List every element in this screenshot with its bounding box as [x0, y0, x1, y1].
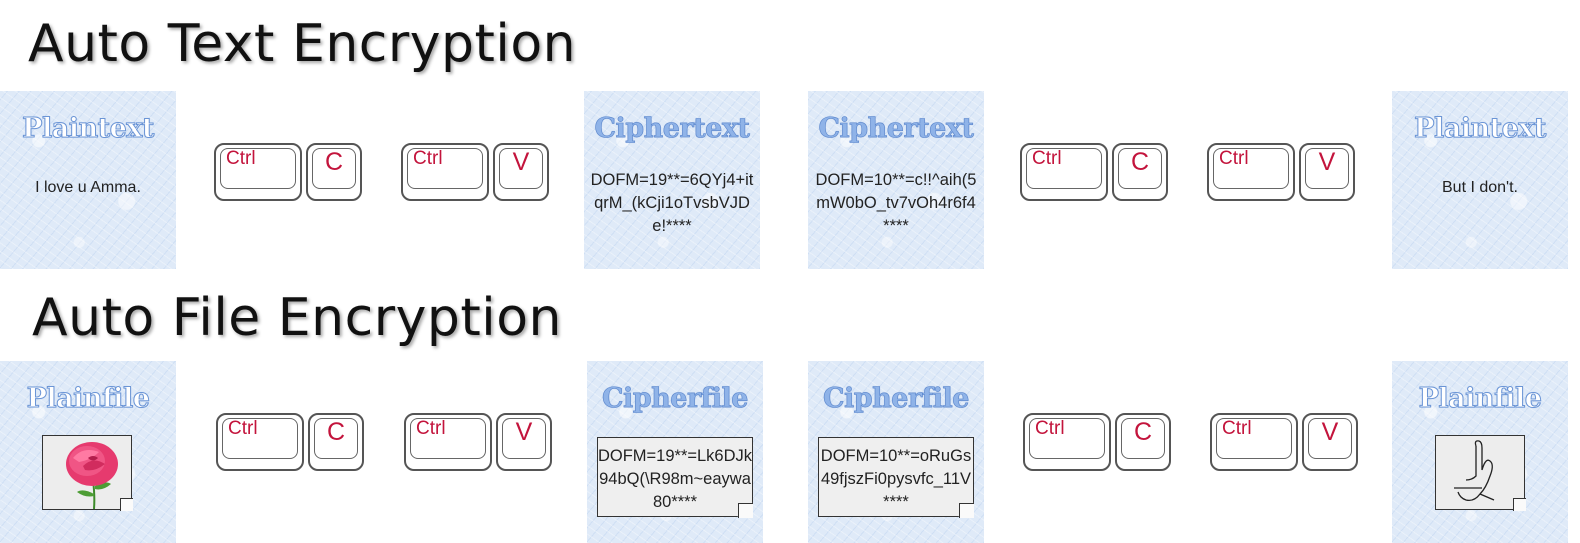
- rose-image: [42, 435, 132, 510]
- cipherfile-body: DOFM=10**=oRuGs49fjszFi0pysvfc_11V****: [820, 447, 972, 511]
- c-key: C: [1112, 143, 1168, 201]
- paste-shortcut: Ctrl V: [401, 143, 551, 207]
- ctrl-key: Ctrl: [1207, 143, 1295, 201]
- ctrl-key: Ctrl: [214, 143, 302, 201]
- plainfile-panel: Plainfile: [1392, 361, 1568, 543]
- v-key: V: [496, 413, 552, 471]
- paste-shortcut: Ctrl V: [1210, 413, 1360, 477]
- document-fold-icon: [738, 503, 753, 518]
- ctrl-key: Ctrl: [1020, 143, 1108, 201]
- v-key: V: [1302, 413, 1358, 471]
- v-key: V: [1299, 143, 1355, 201]
- cipherfile-body: DOFM=19**=Lk6DJk94bQ(\R98m~eaywa80****: [597, 447, 753, 511]
- ctrl-key: Ctrl: [1210, 413, 1298, 471]
- ciphertext-body: DOFM=10**=c!!^aih(5mW0bO_tv7vOh4r6f4****: [815, 171, 977, 235]
- ciphertext-panel: Ciphertext DOFM=10**=c!!^aih(5mW0bO_tv7v…: [808, 91, 984, 269]
- cipherfile-panel: Cipherfile DOFM=10**=oRuGs49fjszFi0pysvf…: [808, 361, 984, 543]
- plaintext-panel: Plaintext But I don't.: [1392, 91, 1568, 269]
- plainfile-title: Plainfile: [26, 383, 150, 415]
- copy-shortcut: Ctrl C: [1020, 143, 1170, 207]
- c-key: C: [306, 143, 362, 201]
- plaintext-title: Plaintext: [1414, 113, 1547, 145]
- hand-sketch-image: [1435, 435, 1525, 510]
- ciphertext-title: Ciphertext: [594, 113, 750, 145]
- ciphertext-title: Ciphertext: [818, 113, 974, 145]
- hand-gesture-icon: [1454, 440, 1495, 502]
- c-key: C: [1115, 413, 1171, 471]
- copy-shortcut: Ctrl C: [214, 143, 364, 207]
- ciphertext-body: DOFM=19**=6QYj4+itqrM_(kCji1oTvsbVJDe!**…: [590, 171, 754, 235]
- plainfile-panel: Plainfile: [0, 361, 176, 543]
- copy-shortcut: Ctrl C: [1023, 413, 1173, 477]
- ctrl-key: Ctrl: [401, 143, 489, 201]
- document-fold-icon: [120, 498, 133, 511]
- file-section-title: Auto File Encryption: [32, 288, 562, 348]
- plaintext-body: But I don't.: [1442, 179, 1518, 196]
- ctrl-key: Ctrl: [1023, 413, 1111, 471]
- c-key: C: [308, 413, 364, 471]
- text-section-title: Auto Text Encryption: [28, 14, 577, 74]
- cipherfile-title: Cipherfile: [602, 383, 749, 415]
- document-fold-icon: [959, 503, 974, 518]
- paste-shortcut: Ctrl V: [1207, 143, 1357, 207]
- document-fold-icon: [1513, 498, 1526, 511]
- rose-icon: [66, 442, 118, 510]
- cipherfile-document: [597, 437, 753, 517]
- plaintext-body: I love u Amma.: [35, 179, 141, 196]
- plaintext-title: Plaintext: [22, 113, 155, 145]
- copy-shortcut: Ctrl C: [216, 413, 366, 477]
- paste-shortcut: Ctrl V: [404, 413, 554, 477]
- cipherfile-title: Cipherfile: [823, 383, 970, 415]
- v-key: V: [493, 143, 549, 201]
- ciphertext-panel: Ciphertext DOFM=19**=6QYj4+itqrM_(kCji1o…: [584, 91, 760, 269]
- plaintext-panel: Plaintext I love u Amma.: [0, 91, 176, 269]
- cipherfile-panel: Cipherfile DOFM=19**=Lk6DJk94bQ(\R98m~ea…: [587, 361, 763, 543]
- ctrl-key: Ctrl: [216, 413, 304, 471]
- cipherfile-document: [818, 437, 974, 517]
- plainfile-title: Plainfile: [1418, 383, 1542, 415]
- ctrl-key: Ctrl: [404, 413, 492, 471]
